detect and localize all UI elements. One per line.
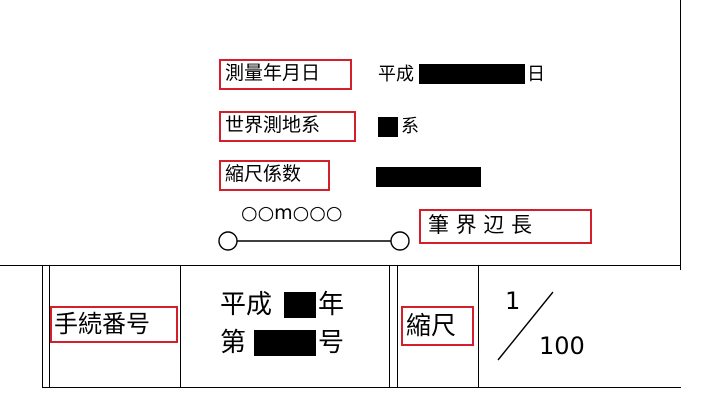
survey-date-day-suffix: 日 (527, 64, 545, 85)
scale-label: 縮尺 (406, 311, 457, 340)
survey-date-label-box (219, 59, 352, 90)
scale-fraction-slash (497, 291, 554, 361)
survey-date-redaction (419, 64, 525, 84)
scale-numerator: 1 (505, 287, 521, 315)
table-bottom-border (42, 387, 681, 388)
boundary-line-illustration (218, 231, 410, 251)
geodetic-system-label: 世界測地系 (225, 114, 321, 136)
scale-factor-label: 縮尺係数 (225, 163, 302, 185)
table-divider-1 (180, 265, 181, 388)
boundary-length-label-box (419, 209, 592, 244)
table-divider-4 (478, 265, 479, 388)
procedure-number-label-box (50, 306, 178, 343)
geodetic-system-suffix: 系 (401, 116, 419, 137)
table-divider-3 (397, 265, 398, 388)
procedure-year-suffix: 年 (318, 290, 345, 320)
table-left-inner-border (49, 265, 50, 388)
scale-denominator: 100 (539, 332, 585, 360)
table-top-border (0, 265, 681, 266)
scale-factor-label-box (219, 160, 330, 191)
survey-date-label: 測量年月日 (225, 62, 321, 84)
procedure-number-redaction (254, 330, 316, 356)
boundary-distance-text: ○○m○○○ (241, 202, 343, 224)
geodetic-system-redaction (378, 117, 398, 137)
procedure-number-suffix: 号 (318, 328, 345, 358)
geodetic-system-label-box (219, 111, 356, 142)
table-left-border (42, 265, 43, 388)
procedure-year-redaction (284, 292, 316, 318)
procedure-number-prefix: 第 (220, 328, 247, 358)
boundary-length-label: 筆 界 辺 長 (428, 213, 533, 237)
scale-label-box (401, 306, 474, 346)
survey-date-era: 平成 (378, 64, 414, 85)
frame-right-border (680, 0, 681, 270)
procedure-era: 平成 (220, 290, 273, 320)
scale-factor-redaction (376, 167, 481, 187)
procedure-number-label: 手続番号 (54, 310, 150, 338)
table-divider-2 (389, 265, 390, 388)
